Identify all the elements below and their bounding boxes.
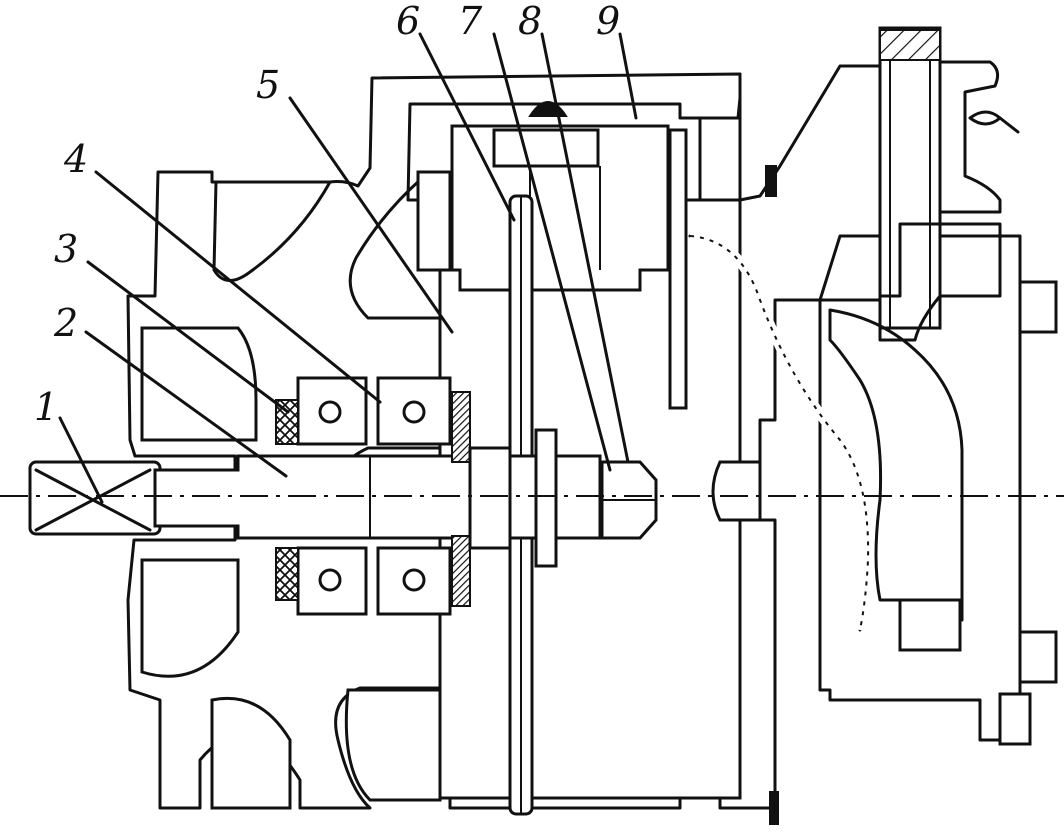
insulator-block: [828, 222, 1002, 622]
callout-3: 3: [54, 227, 78, 271]
callout-6: 6: [396, 0, 420, 43]
left-housing: [126, 72, 742, 810]
shaft-assembly: [28, 376, 762, 616]
flexible-lead: [688, 231, 874, 632]
leader-lines: [58, 32, 638, 504]
callout-9: 9: [596, 0, 620, 43]
right-fasteners: [765, 110, 1058, 825]
callout-2: 2: [53, 301, 78, 345]
callout-4: 4: [63, 137, 88, 181]
callout-5: 5: [256, 63, 280, 107]
callout-7: 7: [458, 0, 483, 43]
callout-1: 1: [34, 385, 58, 429]
callout-8: 8: [518, 0, 542, 43]
